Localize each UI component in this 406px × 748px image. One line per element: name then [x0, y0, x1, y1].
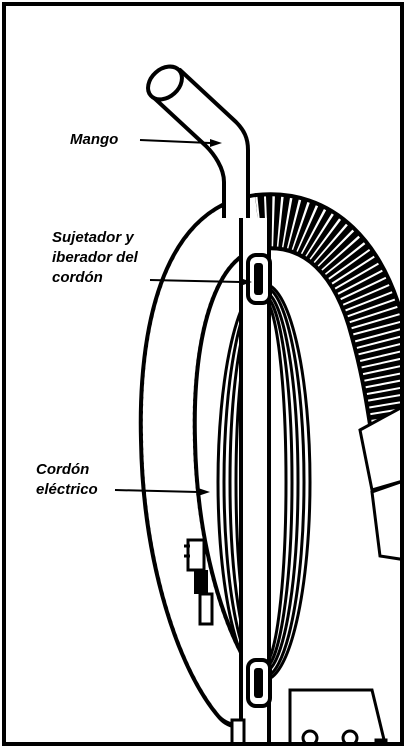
label-power-cord-line1: Cordón: [36, 460, 98, 480]
label-cord-holder-line2: iberador del: [52, 248, 138, 268]
label-cord-holder-line1: Sujetador y: [52, 228, 138, 248]
label-power-cord: Cordón eléctrico: [36, 460, 98, 500]
cord-holder-lower: [248, 660, 270, 706]
label-handle-text: Mango: [70, 130, 118, 150]
label-handle: Mango: [70, 130, 118, 150]
label-power-cord-line2: eléctrico: [36, 480, 98, 500]
label-cord-holder: Sujetador y iberador del cordón: [52, 228, 138, 288]
cord-holder-upper: [248, 255, 270, 303]
label-cord-holder-line3: cordón: [52, 268, 138, 288]
